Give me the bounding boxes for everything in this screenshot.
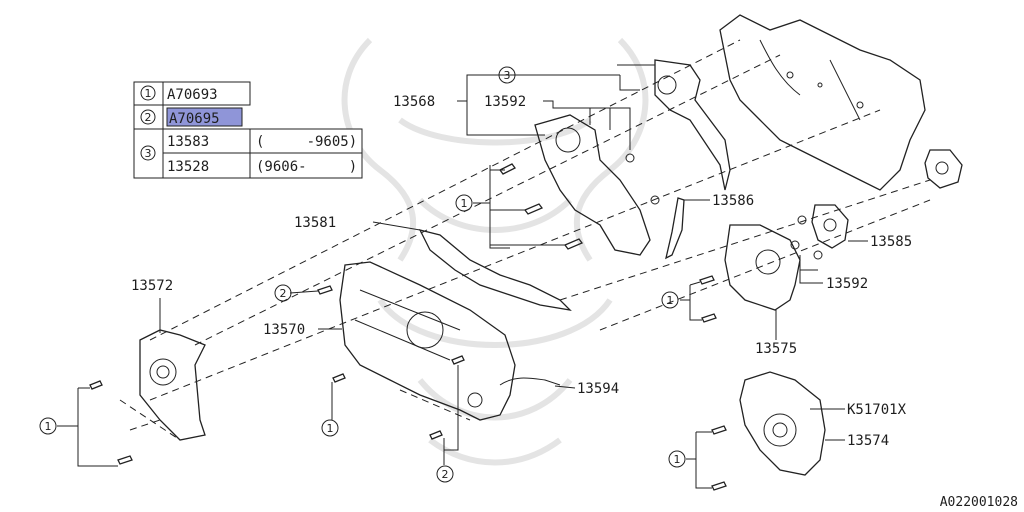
marker-1-center: 1 — [327, 422, 334, 435]
marker-1-upper-left: 1 — [461, 197, 468, 210]
upper-gasket — [654, 59, 731, 191]
marker-1-lower-right: 1 — [674, 453, 681, 466]
bolts-misc — [89, 275, 727, 491]
main-belt-cover-13570 — [339, 261, 516, 421]
marker-1-right: 1 — [667, 294, 674, 307]
marker-circle — [668, 450, 686, 468]
marker-circle — [455, 194, 473, 212]
legend-code-13528: 13528 — [167, 159, 209, 175]
legend-key-1: 1 — [145, 87, 152, 100]
callout-13572: 13572 — [131, 278, 173, 294]
callout-13574: 13574 — [847, 433, 889, 449]
legend-marker-circle — [140, 145, 156, 161]
callout-13585: 13585 — [870, 234, 912, 250]
marker-3-top: 3 — [504, 69, 511, 82]
marker-circle — [498, 66, 516, 84]
legend-marker-circle — [140, 85, 156, 101]
circled-markers: 3 1 2 1 1 1 2 1 — [39, 66, 686, 483]
legend-code-13583: 13583 — [167, 134, 209, 150]
belt-guide-13586 — [665, 197, 685, 260]
right-belt-cover-13575 — [724, 224, 801, 311]
callout-13575: 13575 — [755, 341, 797, 357]
callout-labels: 13568 13592 13581 13586 13585 13592 1357… — [131, 94, 912, 449]
marker-circle — [321, 419, 339, 437]
sensor-cable-13594 — [499, 377, 561, 386]
upper-belt-cover-plate — [534, 114, 660, 256]
legend-range-13528: (9606- ) — [256, 159, 357, 175]
bolt-group-upper — [499, 163, 584, 250]
marker-circle — [39, 417, 57, 435]
marker-2-upper: 2 — [280, 287, 287, 300]
right-small-parts — [790, 149, 963, 260]
legend-key-2: 2 — [145, 111, 152, 124]
callout-13594: 13594 — [577, 381, 619, 397]
marker-circle — [436, 465, 454, 483]
callout-13592-top: 13592 — [484, 94, 526, 110]
marker-circle — [274, 284, 292, 302]
legend-key-3: 3 — [145, 147, 152, 160]
diagram-code: A022001028 — [940, 495, 1018, 510]
legend-code-a70695: A70695 — [169, 111, 220, 127]
legend-code-a70693: A70693 — [167, 87, 218, 103]
legend-marker-circle — [140, 109, 156, 125]
lower-right-cover-13574 — [739, 371, 826, 476]
belt-cover-gasket-13581 — [418, 229, 572, 311]
callout-13570: 13570 — [263, 322, 305, 338]
marker-2-lower: 2 — [442, 468, 449, 481]
assembly-lines — [119, 39, 931, 441]
leader-lines — [57, 64, 868, 489]
legend-table: 1 A70693 2 A70695 3 13583 ( -9605) 13528… — [133, 81, 363, 179]
callout-13568: 13568 — [393, 94, 435, 110]
callout-13592-right: 13592 — [826, 276, 868, 292]
callout-k51701x: K51701X — [847, 402, 907, 418]
callout-13581: 13581 — [294, 215, 336, 231]
left-belt-cover-13572 — [139, 329, 206, 441]
marker-circle — [661, 291, 679, 309]
callout-13586: 13586 — [712, 193, 754, 209]
legend-range-13583: ( -9605) — [256, 134, 357, 150]
engine-block — [719, 14, 926, 191]
marker-1-left: 1 — [45, 420, 52, 433]
